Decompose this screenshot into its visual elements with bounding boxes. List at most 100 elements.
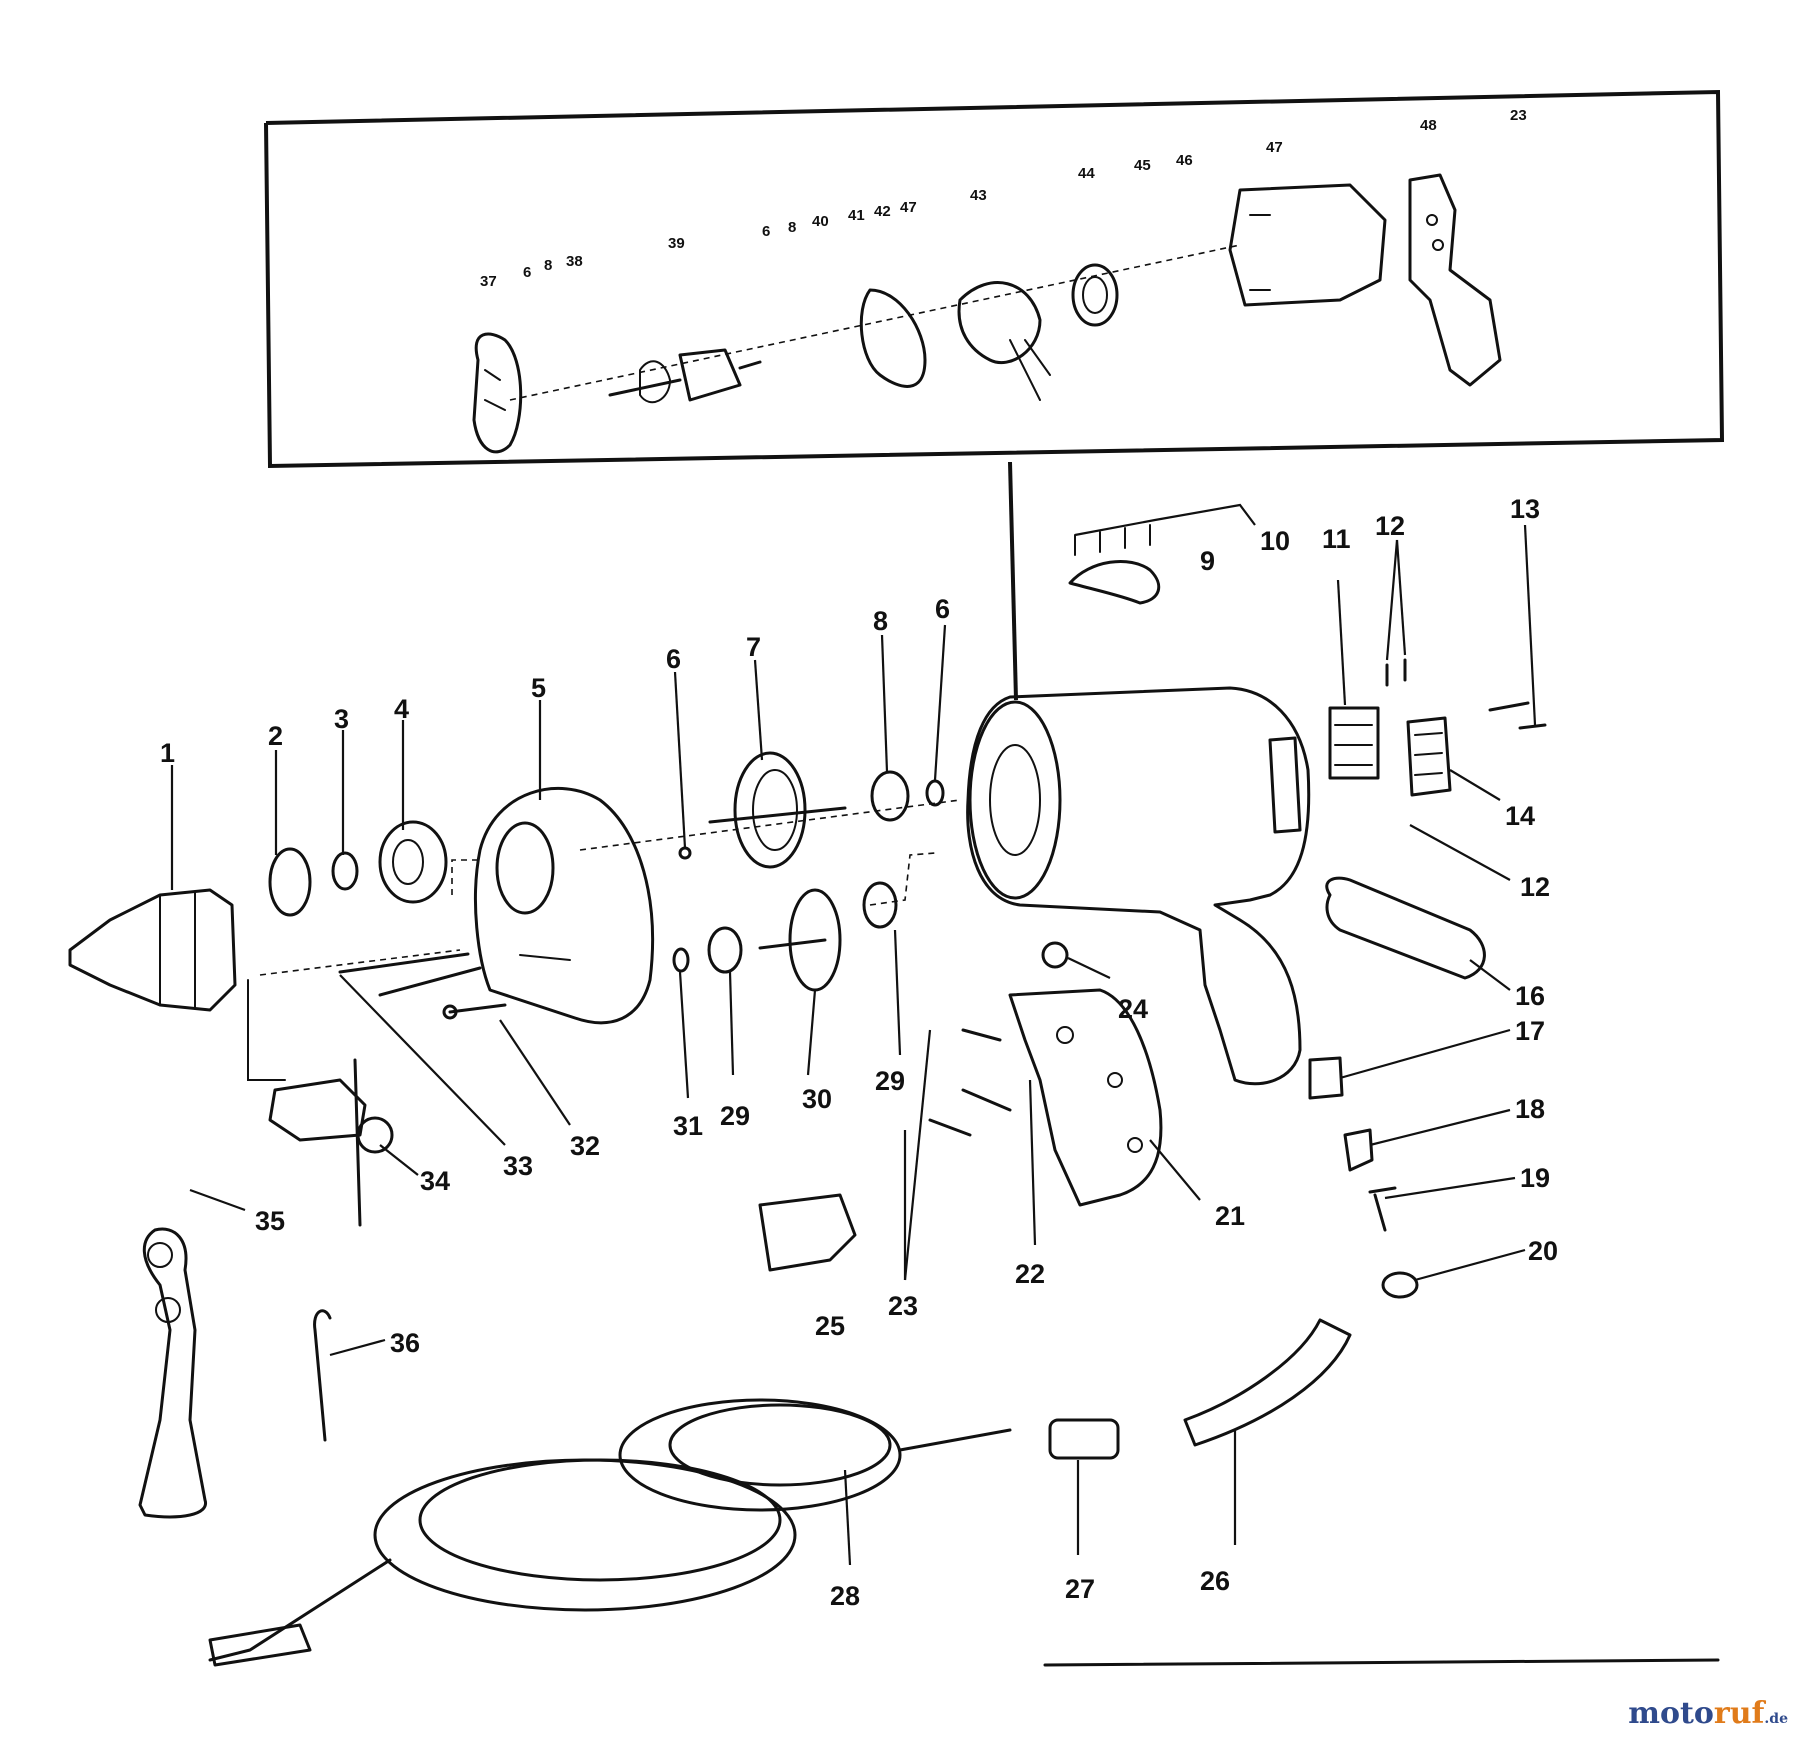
label-27: 27: [1065, 1574, 1095, 1604]
inset-label-43: 43: [970, 187, 987, 204]
label-30: 30: [802, 1084, 832, 1114]
label-29b: 29: [875, 1066, 905, 1096]
switch-25: [758, 1193, 857, 1272]
inset-label-48: 48: [1420, 117, 1437, 134]
label-3: 3: [334, 704, 349, 734]
chuck-key: [268, 1058, 394, 1227]
handle-half: [1008, 988, 1163, 1207]
label-21: 21: [1215, 1201, 1245, 1231]
inset-label-45: 45: [1134, 157, 1151, 174]
inset-field: [957, 281, 1051, 401]
switch: [1328, 706, 1380, 780]
watermark-part1: moto: [1628, 1696, 1714, 1731]
label-14: 14: [1505, 801, 1535, 831]
label-19: 19: [1520, 1163, 1550, 1193]
strain-relief: [1183, 1318, 1352, 1447]
inset-label-38: 38: [566, 253, 583, 270]
label-8: 8: [873, 606, 888, 636]
label-12b: 12: [1520, 872, 1550, 902]
pin: [442, 1003, 507, 1020]
label-6a: 6: [666, 644, 681, 674]
washer: [331, 851, 359, 891]
label-5: 5: [531, 673, 546, 703]
inset-ring: [1071, 263, 1119, 327]
bearing-29a: [707, 926, 743, 974]
label-6b: 6: [935, 594, 950, 624]
label-22: 22: [1015, 1259, 1045, 1289]
washer-small: [678, 846, 692, 860]
watermark-part2: ruf: [1713, 1696, 1765, 1731]
inset-handle-half: [1408, 173, 1502, 387]
hook: [313, 1309, 332, 1442]
inset-label-6b: 6: [762, 223, 770, 240]
motor-assembly-inset: 37 6 8 38 39 6 8 40 41 42 47 43 44 45 46…: [264, 89, 1725, 701]
label-11: 11: [1322, 524, 1351, 554]
label-17: 17: [1515, 1016, 1545, 1046]
inset-label-8a: 8: [544, 257, 552, 274]
screw-13b: [1518, 723, 1547, 730]
brush-holder: [1068, 503, 1256, 605]
label-28: 28: [830, 1581, 860, 1611]
clip: [1343, 1128, 1374, 1172]
label-29a: 29: [720, 1101, 750, 1131]
inset-label-47a: 47: [900, 199, 917, 216]
screw-19: [1368, 1186, 1397, 1232]
inset-label-42: 42: [874, 203, 891, 220]
label-31: 31: [673, 1111, 703, 1141]
screw-24: [1041, 941, 1069, 969]
label-4: 4: [394, 694, 409, 724]
label-7: 7: [746, 632, 761, 662]
intermediate-gear: [758, 888, 842, 992]
inset-label-23: 23: [1510, 107, 1527, 124]
inset-label-6a: 6: [523, 264, 531, 281]
bearing-29b: [862, 881, 898, 929]
inset-label-8b: 8: [788, 219, 796, 236]
inset-baffle: [859, 288, 927, 388]
switch-screws: [1385, 658, 1407, 687]
nameplate: [1406, 716, 1452, 797]
spindle-gear: [708, 751, 847, 869]
power-cord: [208, 1398, 1012, 1667]
handle-screws: [928, 1028, 1012, 1137]
label-32: 32: [570, 1131, 600, 1161]
inset-armature: [608, 348, 762, 404]
label-33: 33: [503, 1151, 533, 1181]
motor-housing: [966, 686, 1311, 1086]
label-35: 35: [255, 1206, 285, 1236]
label-10: 10: [1260, 526, 1290, 556]
washer-31: [672, 947, 690, 973]
label-1: 1: [160, 738, 175, 768]
bearing-8: [870, 770, 910, 822]
label-9: 9: [1200, 546, 1215, 576]
label-12a: 12: [1375, 511, 1405, 541]
inset-label-39: 39: [668, 235, 685, 252]
bottom-rule: [1043, 1658, 1720, 1667]
label-24: 24: [1118, 994, 1148, 1024]
retaining-ring: [268, 847, 312, 917]
inset-label-41: 41: [848, 207, 865, 224]
bearing-front: [378, 820, 448, 904]
chuck-wrench: [138, 1227, 207, 1519]
label-18: 18: [1515, 1094, 1545, 1124]
watermark-logo: motoruf.de: [1628, 1696, 1788, 1731]
cord-sleeve: [1048, 1418, 1120, 1460]
chuck: [68, 888, 286, 1081]
inset-label-47b: 47: [1266, 139, 1283, 156]
label-2: 2: [268, 721, 283, 751]
gear-case-screws: [338, 952, 482, 997]
label-25: 25: [815, 1311, 845, 1341]
washer-6b: [925, 779, 945, 807]
nut: [1308, 1056, 1344, 1100]
label-13: 13: [1510, 494, 1540, 524]
watermark-part3: .de: [1764, 1711, 1788, 1727]
inset-label-40: 40: [812, 213, 829, 230]
inset-label-44: 44: [1078, 165, 1095, 182]
label-26: 26: [1200, 1566, 1230, 1596]
side-handle: [1325, 876, 1486, 980]
label-36: 36: [390, 1328, 420, 1358]
inset-label-37: 37: [480, 273, 497, 290]
label-34: 34: [420, 1166, 450, 1196]
leader-lines: [170, 524, 1537, 1566]
inset-label-46: 46: [1176, 152, 1193, 169]
